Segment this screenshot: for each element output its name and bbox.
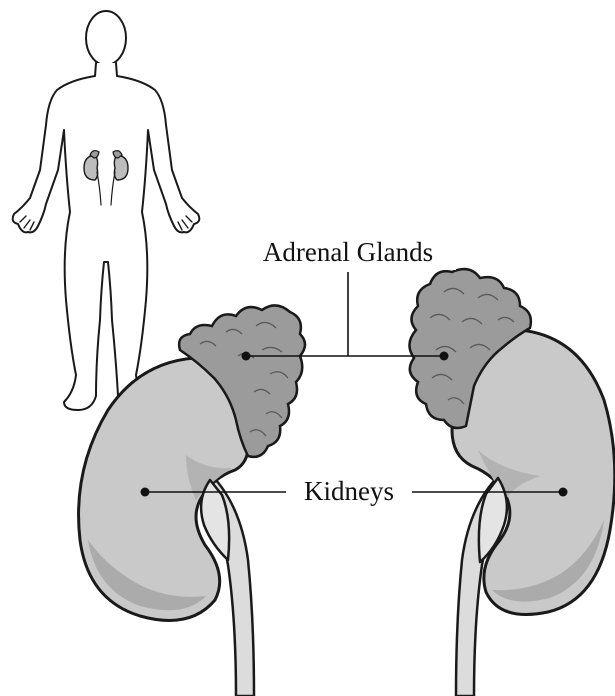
kidneys-label: Kidneys [304, 476, 394, 506]
adrenal-left-dot [242, 352, 251, 361]
body-silhouette [13, 63, 200, 410]
human-body-outline [13, 11, 200, 410]
body-head [86, 11, 126, 65]
right-kidney [452, 330, 615, 696]
mini-right-kidney [114, 155, 128, 180]
adrenal-right-dot [440, 352, 449, 361]
left-kidney [79, 358, 254, 696]
kidney-right-dot [559, 488, 568, 497]
kidney-left-dot [141, 488, 150, 497]
mini-left-kidney [84, 155, 98, 180]
adrenal-glands-label: Adrenal Glands [263, 237, 433, 267]
